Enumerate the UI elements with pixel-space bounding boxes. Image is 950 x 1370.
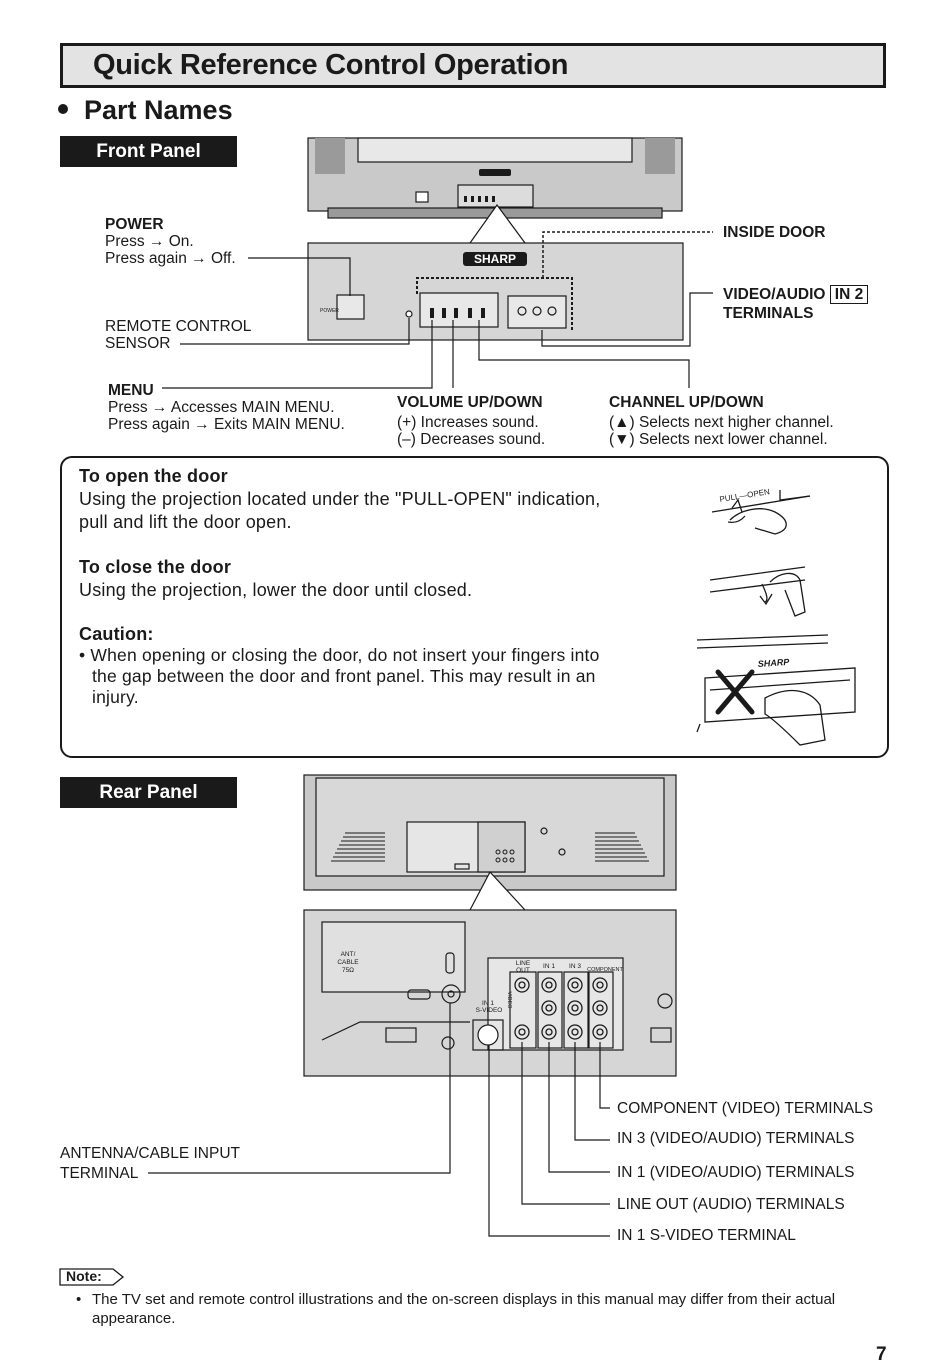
door-brand-logo: SHARP xyxy=(757,657,790,669)
page-title-box: Quick Reference Control Operation xyxy=(60,43,886,88)
component-terminals-label: COMPONENT (VIDEO) TERMINALS xyxy=(617,1100,874,1117)
note-text: • The TV set and remote control illustra… xyxy=(76,1291,836,1327)
open-door-text: Using the projection located under the "… xyxy=(79,489,601,532)
svideo-terminal-label: IN 1 S-VIDEO TERMINAL xyxy=(617,1227,796,1244)
open-door-title: To open the door xyxy=(79,466,228,486)
menu-callout: MENU Press → Accesses MAIN MENU. Press a… xyxy=(108,382,345,433)
door-instructions-box xyxy=(60,456,889,758)
in2-badge: IN 2 xyxy=(829,285,869,304)
video-audio-in2-callout: VIDEO/AUDIO IN 2 TERMINALS xyxy=(723,285,869,323)
line-out-label-1: LINE xyxy=(516,960,531,967)
caution-text: • When opening or closing the door, do n… xyxy=(79,645,600,707)
svideo-label-1: IN 1 xyxy=(482,1000,494,1007)
volume-callout: VOLUME UP/DOWN (+) Increases sound. (–) … xyxy=(397,394,546,448)
bullet-icon xyxy=(58,103,68,114)
rear-panel-tag: Rear Panel xyxy=(60,777,237,808)
close-door-title: To close the door xyxy=(79,557,232,577)
antenna-terminal-label: ANTENNA/CABLE INPUT TERMINAL xyxy=(60,1145,241,1182)
caution-title: Caution: xyxy=(79,624,154,644)
in1-jack-label: IN 1 xyxy=(543,963,555,970)
in1-terminals-label: IN 1 (VIDEO/AUDIO) TERMINALS xyxy=(617,1164,855,1181)
ant-label-3: 75Ω xyxy=(342,967,354,974)
close-door-text: Using the projection, lower the door unt… xyxy=(79,580,473,600)
svideo-label-2: S-VIDEO xyxy=(476,1007,503,1014)
page-number: 7 xyxy=(876,1344,887,1365)
line-out-terminals-label: LINE OUT (AUDIO) TERMINALS xyxy=(617,1196,845,1213)
in3-terminals-label: IN 3 (VIDEO/AUDIO) TERMINALS xyxy=(617,1130,855,1147)
ant-label-1: ANT/ xyxy=(341,951,356,958)
small-power-label: POWER xyxy=(320,308,339,314)
remote-sensor-callout: REMOTE CONTROL SENSOR xyxy=(105,318,252,352)
component-jack-label: COMPONENT xyxy=(587,967,623,973)
front-panel-tag: Front Panel xyxy=(60,136,237,167)
inside-door-callout: INSIDE DOOR xyxy=(723,224,826,241)
in3-jack-label: IN 3 xyxy=(569,963,581,970)
section-heading: Part Names xyxy=(58,95,233,126)
channel-callout: CHANNEL UP/DOWN (▲) Selects next higher … xyxy=(609,394,834,448)
page-title: Quick Reference Control Operation xyxy=(93,49,569,81)
video-vertical-label: VIDEO xyxy=(506,991,512,1009)
note-tag: Note: xyxy=(66,1268,102,1284)
ant-label-2: CABLE xyxy=(337,959,359,966)
power-callout: POWER Press → On. Press again → Off. xyxy=(105,216,236,267)
brand-logo: SHARP xyxy=(474,252,516,266)
line-out-label-2: OUT xyxy=(516,967,530,974)
